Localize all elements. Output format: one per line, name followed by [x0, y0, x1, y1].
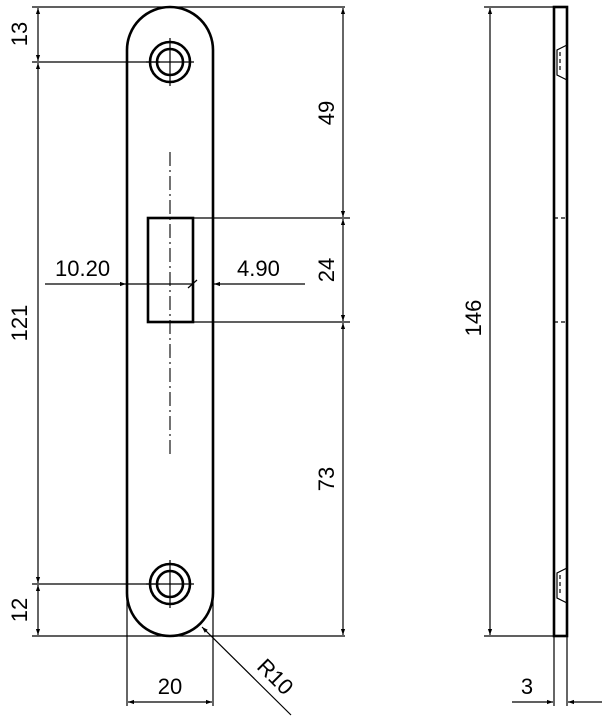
right-dimensions: 49 24 73	[193, 7, 350, 635]
dim-bottom-to-hole: 12	[7, 598, 32, 622]
dim-overall-length: 146	[461, 300, 486, 337]
dim-end-radius: R10	[252, 654, 298, 700]
slot-offset-dimensions: 10.20 4.90	[45, 256, 305, 289]
side-dimensions: 146 3	[461, 6, 602, 706]
bottom-dimensions: 20 R10	[126, 593, 298, 716]
dim-hole-to-hole: 121	[7, 305, 32, 342]
dim-slot-height: 24	[314, 258, 339, 282]
dim-top-to-hole: 13	[7, 22, 32, 46]
dim-top-to-slot: 49	[314, 101, 339, 125]
dim-slot-to-bottom: 73	[314, 467, 339, 491]
dim-slot-width: 4.90	[237, 256, 280, 281]
dim-thickness: 3	[521, 674, 533, 699]
dim-plate-width: 20	[158, 674, 182, 699]
side-view	[552, 5, 569, 638]
dim-slot-left-offset: 10.20	[55, 256, 110, 281]
left-dimensions: 13 121 12	[7, 6, 345, 637]
